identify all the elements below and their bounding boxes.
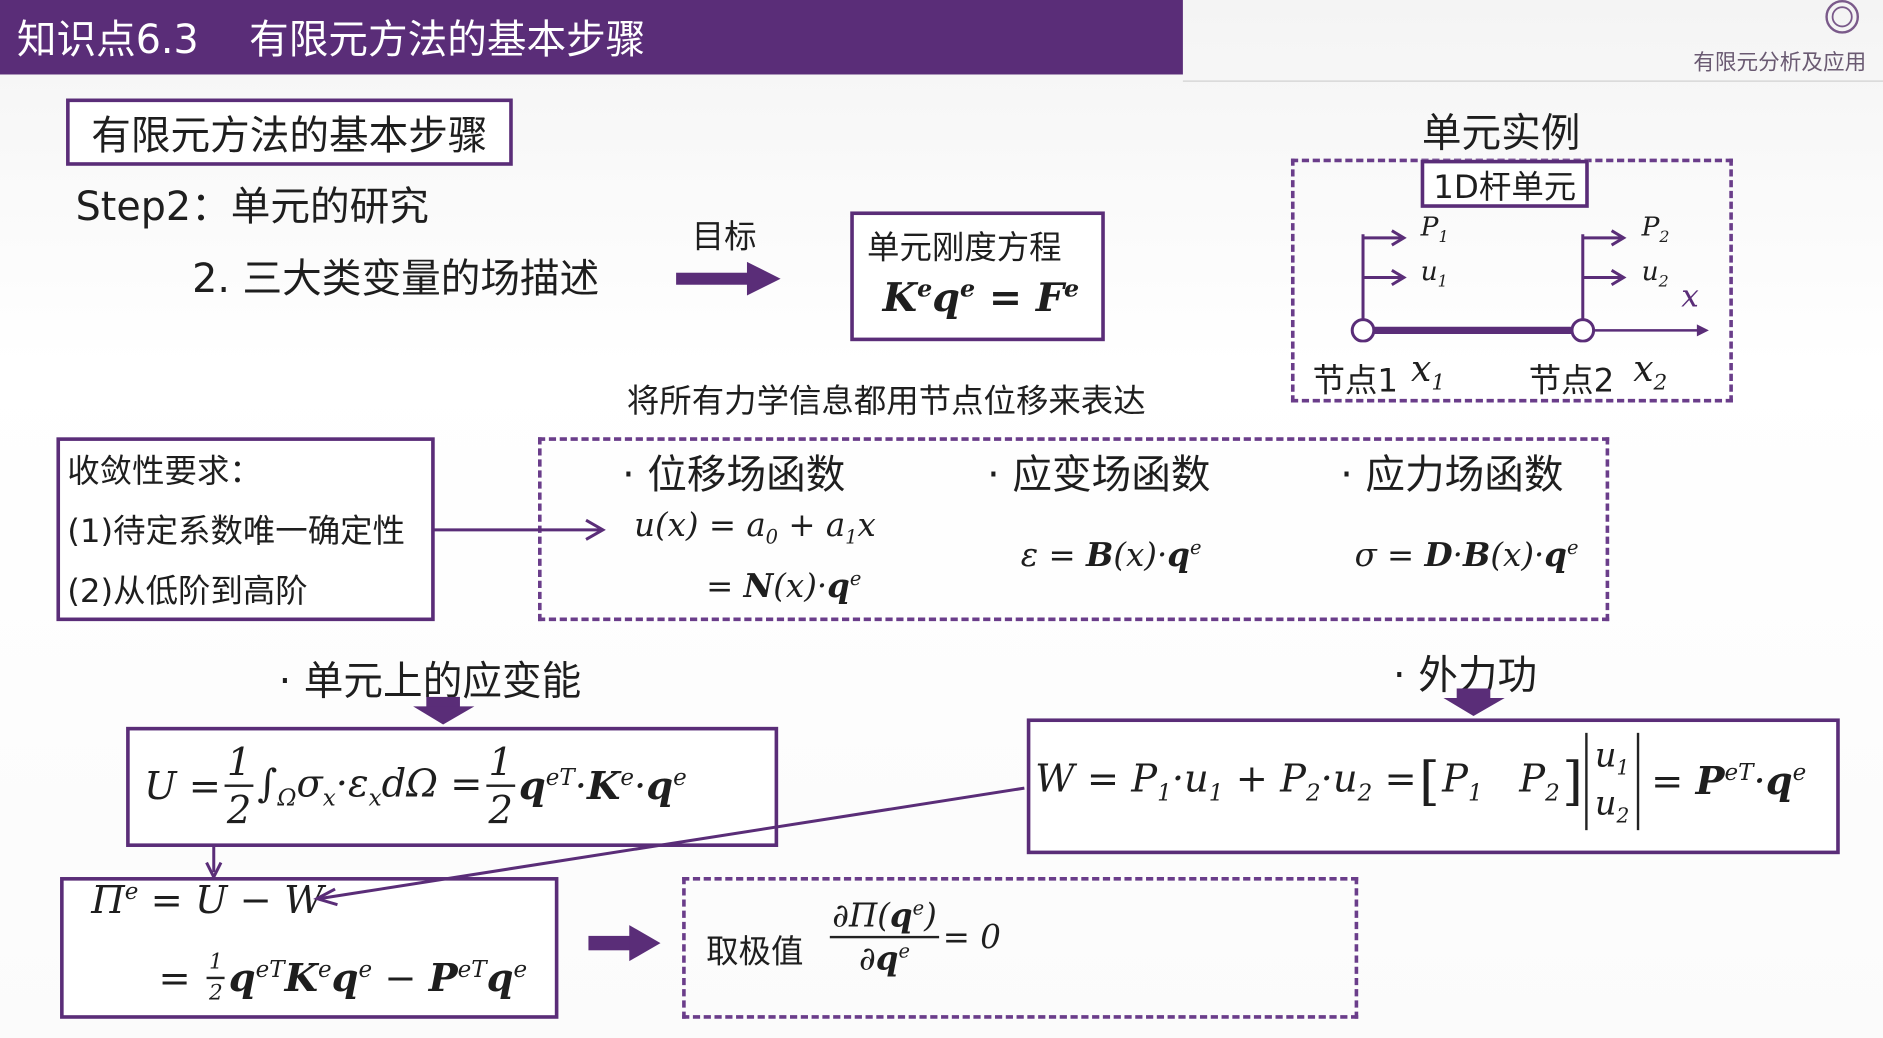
strain-equation: ε = B(x)·qe — [1020, 535, 1202, 575]
displacement-field-label: · 位移场函数 — [622, 450, 846, 498]
bar-element-label-box: 1D杆单元 — [1420, 159, 1589, 208]
axis-x-label: x — [1681, 278, 1699, 315]
strain-energy-label: · 单元上的应变能 — [278, 657, 582, 705]
stiffness-title: 单元刚度方程 — [867, 229, 1062, 267]
university-seal-icon — [1825, 0, 1859, 34]
step-heading: Step2：单元的研究 — [75, 182, 429, 230]
header-bar — [0, 0, 1183, 75]
extremum-arrow-icon — [588, 925, 661, 962]
element-example-title: 单元实例 — [1421, 109, 1581, 157]
strain-field-label: · 应变场函数 — [987, 450, 1211, 498]
potential-energy-equation-1: Πe = U − W — [91, 877, 324, 923]
stress-field-label: · 应力场函数 — [1340, 450, 1564, 498]
node1-coordinate: x1 — [1411, 348, 1446, 396]
potential-energy-box — [60, 877, 559, 1019]
force-p1-label: P1 — [1420, 212, 1449, 247]
convergence-arrow-icon — [432, 518, 606, 541]
node2-coordinate: x2 — [1633, 348, 1668, 396]
external-work-arrow-icon — [1443, 688, 1505, 717]
convergence-box — [56, 437, 435, 622]
express-note: 将所有力学信息都用节点位移来表达 — [626, 383, 1146, 421]
displacement-equation-1: u(x) = a0 + a1x — [634, 506, 876, 549]
bar-element-label: 1D杆单元 — [1433, 168, 1577, 207]
page-title: 知识点6.3 有限元方法的基本步骤 — [16, 15, 646, 63]
stress-equation: σ = D·B(x)·qe — [1354, 535, 1579, 575]
stiffness-equation-box — [850, 211, 1105, 342]
extremum-rhs: = 0 — [942, 918, 1001, 956]
extremum-label: 取极值 — [706, 933, 804, 971]
convergence-item-1: (1)待定系数唯一确定性 — [67, 512, 406, 551]
displacement-u1-label: u1 — [1420, 257, 1448, 292]
header-divider — [1182, 80, 1883, 82]
extremum-box — [682, 877, 1359, 1019]
displacement-equation-2: = N(x)·qe — [706, 567, 862, 606]
node2-label: 节点2 — [1528, 362, 1615, 401]
stiffness-equation: Keqe = Fe — [882, 273, 1080, 321]
convergence-title: 收敛性要求： — [67, 452, 262, 491]
node1-label: 节点1 — [1312, 362, 1399, 401]
substep-heading: 2. 三大类变量的场描述 — [192, 254, 600, 302]
external-work-box — [1026, 718, 1840, 855]
section-title: 有限元方法的基本步骤 — [91, 111, 488, 159]
convergence-item-2: (2)从低阶到高阶 — [67, 573, 308, 611]
extremum-equation: ∂Π(qe)∂qe = 0 — [826, 898, 1001, 976]
displacement-u2-label: u2 — [1641, 257, 1669, 292]
force-p2-label: P2 — [1641, 212, 1670, 247]
strain-energy-arrow-icon — [413, 696, 475, 725]
goal-arrow-icon — [676, 261, 781, 296]
bar-element-diagram — [1350, 229, 1709, 343]
course-logo-text: 有限元分析及应用 — [1693, 50, 1867, 76]
goal-label: 目标 — [691, 218, 757, 256]
section-title-box: 有限元方法的基本步骤 — [66, 98, 513, 166]
